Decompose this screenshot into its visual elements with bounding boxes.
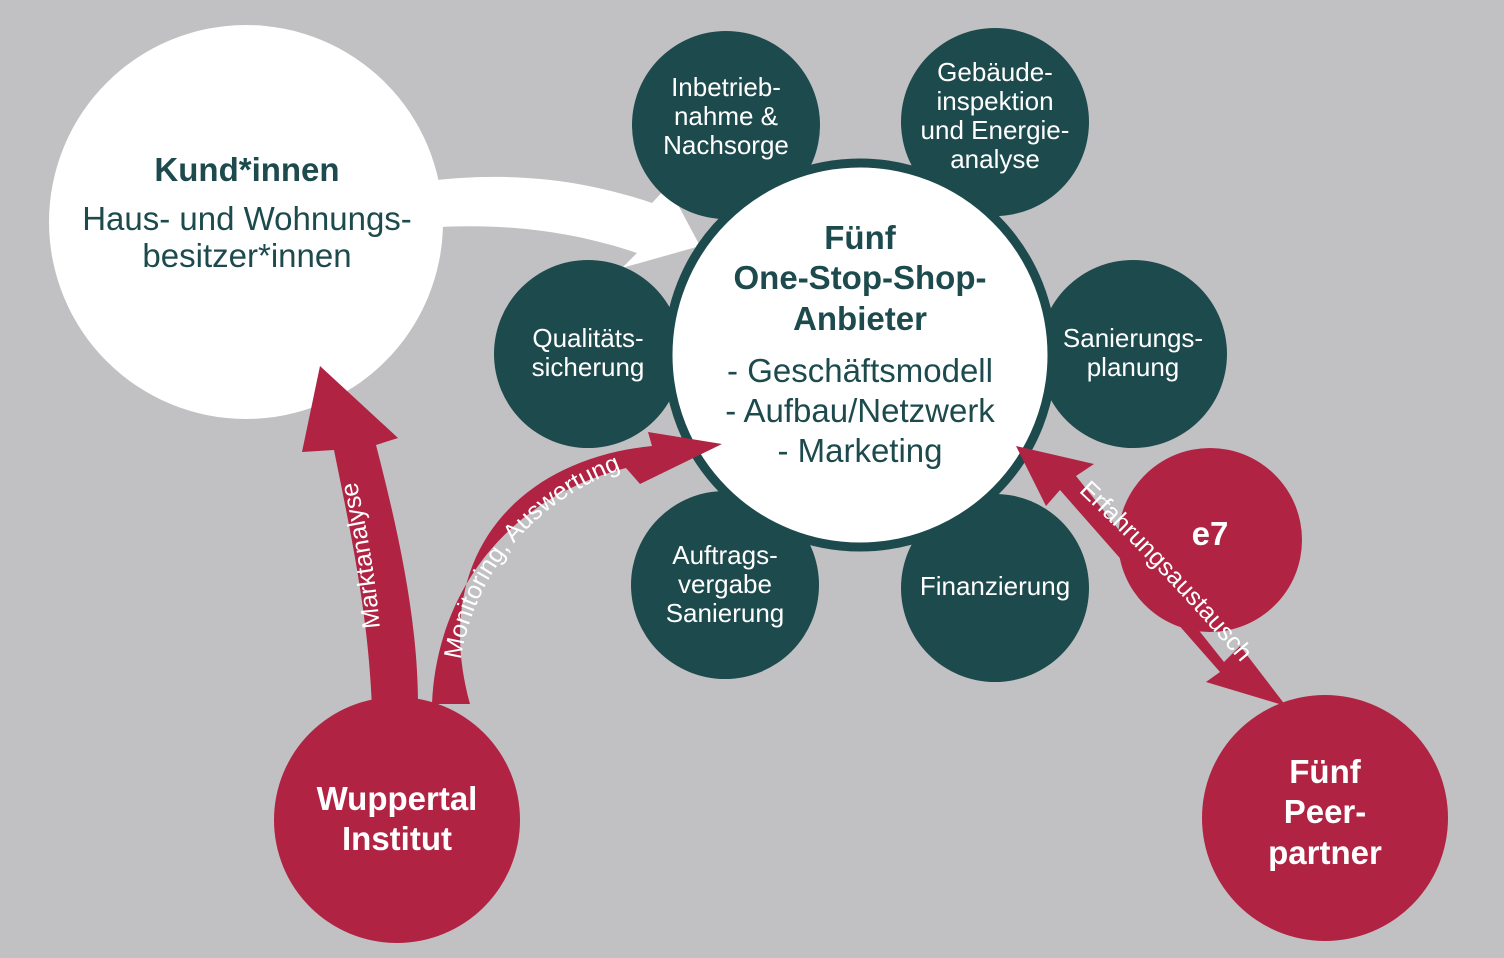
satellite-financing (901, 494, 1089, 682)
satellite-commissioning (632, 31, 820, 219)
commissioning-label: Inbetrieb- nahme & Nachsorge (636, 72, 816, 161)
center-circle (663, 158, 1057, 552)
customers-circle (49, 25, 443, 419)
market-analysis-arrow (302, 366, 418, 708)
financing-label: Finanzierung (905, 571, 1085, 601)
commissioning-line: Nachsorge (663, 130, 789, 161)
wuppertal-circle (274, 697, 520, 943)
exchange-arrow (1016, 446, 1286, 706)
inspection-label: Gebäude- inspektion und Energie- analyse (905, 57, 1085, 175)
commissioning-line: Inbetrieb- (671, 72, 781, 102)
wuppertal-line: Institut (342, 820, 452, 858)
customers-to-center-arrow (420, 176, 700, 268)
planning-line: Sanierungs- (1062, 323, 1204, 353)
commissioning-line: nahme & (673, 101, 779, 132)
satellite-planning (1039, 260, 1227, 448)
e7-circle (1118, 448, 1302, 632)
inspection-line: und Energie- (920, 115, 1070, 146)
contracting-line: vergabe (678, 569, 772, 600)
peers-line: Fünf (1289, 753, 1361, 790)
monitoring-arrow (432, 432, 722, 704)
quality-line: Qualitäts- (532, 323, 644, 353)
planning-line: planung (1086, 352, 1180, 383)
customers-subtitle-line: besitzer*innen (142, 236, 352, 274)
inspection-line: inspektion (936, 86, 1054, 117)
customers-title: Kund*innen (154, 151, 340, 188)
quality-label: Qualitäts- sicherung (498, 323, 678, 383)
inspection-line: Gebäude- (937, 57, 1053, 87)
e7-label: e7 (1160, 514, 1260, 554)
peers-line: Peer- (1283, 793, 1367, 831)
satellite-contracting (631, 491, 819, 679)
contracting-line: Sanierung (665, 598, 785, 629)
planning-label: Sanierungs- planung (1043, 323, 1223, 383)
peers-circle (1202, 695, 1448, 941)
contracting-line: Auftrags- (672, 540, 778, 570)
center-title-line: Fünf (824, 219, 896, 256)
wuppertal-label: Wuppertal Institut (292, 779, 502, 860)
center-title-line: Anbieter (793, 299, 927, 337)
satellite-quality (494, 260, 682, 448)
customers-subtitle-line: Haus- und Wohnungs- (82, 199, 412, 237)
center-item: - Geschäftsmodell (727, 351, 993, 389)
center-label: Fünf One-Stop-Shop- Anbieter - Geschäfts… (690, 218, 1030, 472)
financing-line: Finanzierung (919, 571, 1071, 601)
center-title-line: One-Stop-Shop- (733, 259, 987, 297)
center-item: - Aufbau/Netzwerk (725, 392, 995, 429)
customers-label: Kund*innen Haus- und Wohnungs- besitzer*… (56, 151, 438, 275)
monitoring-arrow-label: Monitoring, Auswertung (439, 449, 623, 661)
peers-line: partner (1268, 833, 1382, 871)
quality-line: sicherung (531, 352, 645, 383)
wuppertal-line: Wuppertal (316, 780, 478, 817)
contracting-label: Auftrags- vergabe Sanierung (635, 540, 815, 629)
inspection-line: analyse (950, 144, 1040, 175)
satellite-inspection (901, 28, 1089, 216)
center-item: - Marketing (777, 432, 943, 470)
e7-text: e7 (1191, 515, 1229, 552)
peers-label: Fünf Peer- partner (1220, 752, 1430, 873)
